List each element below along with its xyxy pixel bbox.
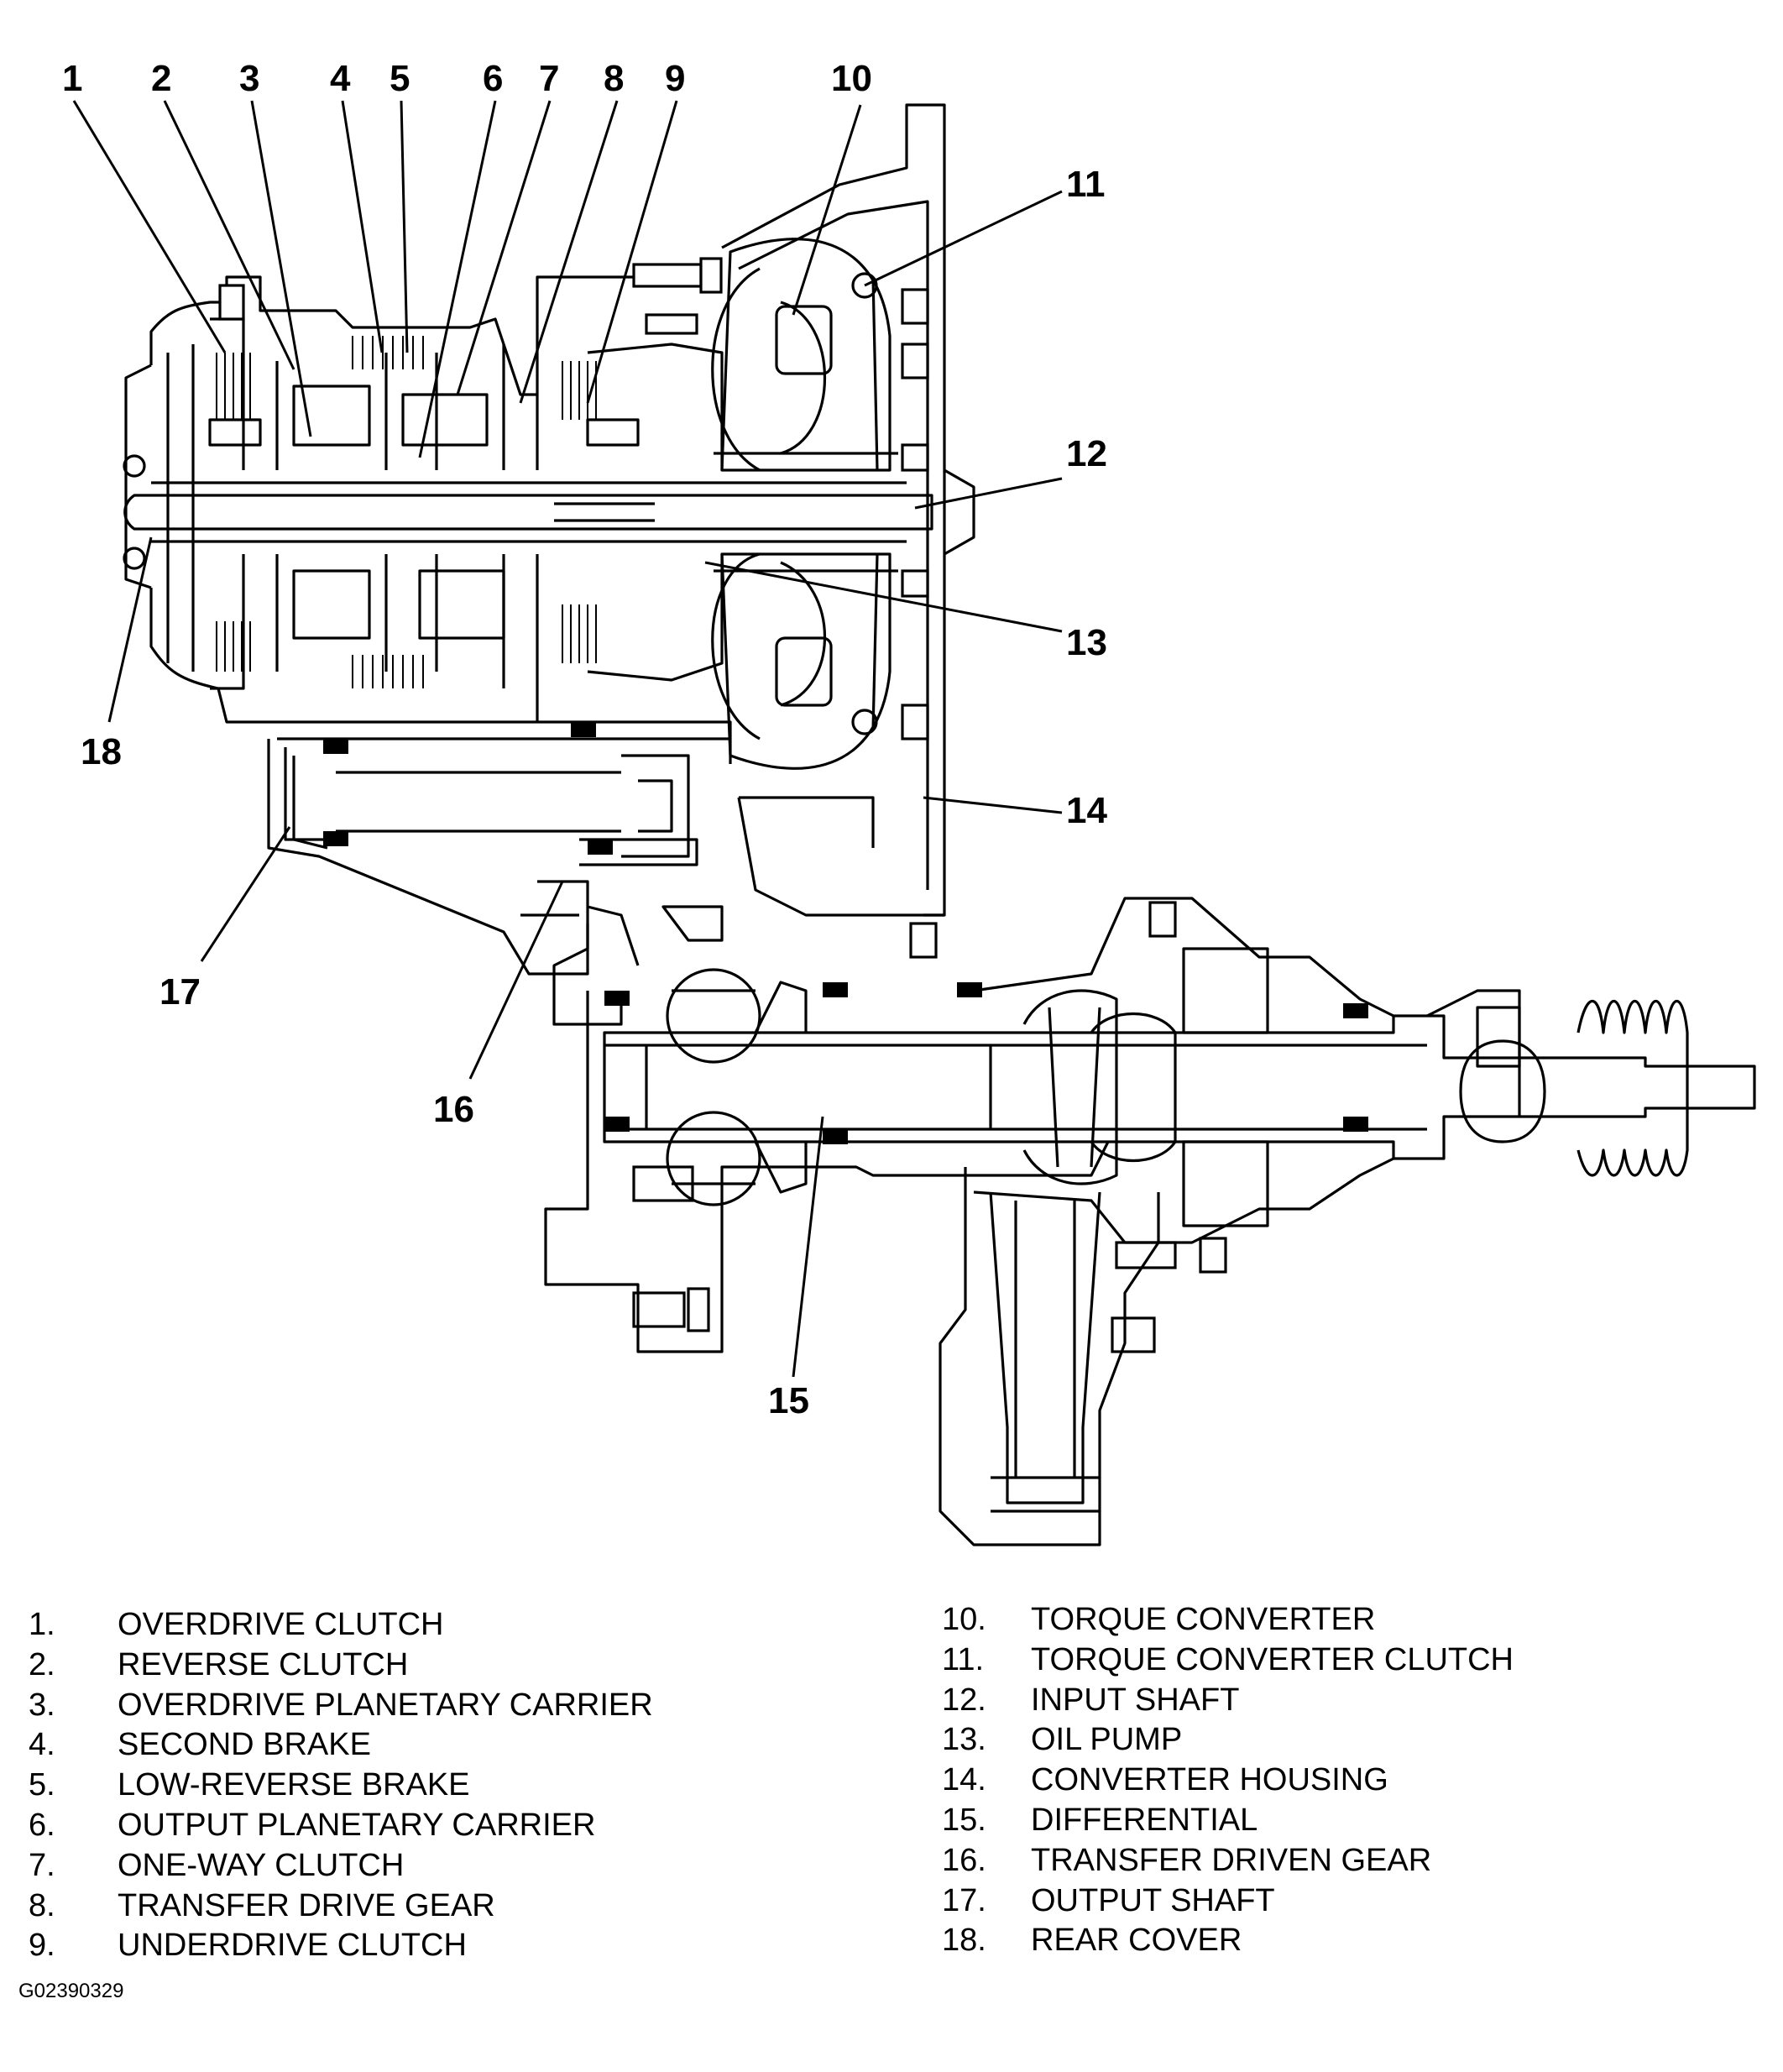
leader-lines	[72, 100, 1063, 1378]
legend-right-column: 10. TORQUE CONVERTER 11. TORQUE CONVERTER …	[942, 1600, 1514, 1961]
callout-7: 7	[539, 58, 559, 99]
legend-label: OUTPUT PLANETARY CARRIER	[118, 1807, 596, 1843]
callout-6: 6	[483, 58, 503, 99]
legend-item: 10. TORQUE CONVERTER	[942, 1600, 1514, 1640]
callout-12: 12	[1066, 433, 1107, 474]
legend-label: INPUT SHAFT	[1031, 1682, 1240, 1718]
legend-label: OUTPUT SHAFT	[1031, 1882, 1275, 1918]
legend-item: 2. REVERSE CLUTCH	[29, 1646, 653, 1686]
callout-9: 9	[665, 58, 685, 99]
legend-number: 9.	[29, 1928, 55, 1964]
callout-3: 3	[239, 58, 259, 99]
legend-item: 14. CONVERTER HOUSING	[942, 1761, 1514, 1801]
legend-label: OVERDRIVE CLUTCH	[118, 1607, 444, 1642]
legend-label: UNDERDRIVE CLUTCH	[118, 1928, 467, 1964]
legend-label: SECOND BRAKE	[118, 1727, 371, 1763]
callout-numbers: 1 2 3 4 5 6 7 8 9 10 11 12 13 14 15 16 1…	[62, 58, 1107, 1421]
legend-number: 10.	[942, 1602, 986, 1637]
callout-18: 18	[81, 731, 122, 772]
callout-14: 14	[1066, 790, 1107, 831]
callout-8: 8	[604, 58, 624, 99]
callout-10: 10	[831, 58, 872, 99]
legend-label: ONE-WAY CLUTCH	[118, 1847, 405, 1883]
legend-item: 15. DIFFERENTIAL	[942, 1801, 1514, 1841]
legend-item: 5. LOW-REVERSE BRAKE	[29, 1766, 653, 1806]
legend-number: 17.	[942, 1882, 986, 1918]
legend-number: 2.	[29, 1646, 55, 1682]
transfer-extension	[939, 1167, 1160, 1546]
converter-housing	[721, 103, 975, 917]
legend-label: DIFFERENTIAL	[1031, 1802, 1258, 1838]
callout-11: 11	[1066, 164, 1106, 205]
legend-number: 16.	[942, 1842, 986, 1878]
figure-code: G02390329	[18, 1980, 124, 2002]
callout-16: 16	[433, 1089, 474, 1130]
callout-4: 4	[330, 58, 351, 99]
legend-label: OVERDRIVE PLANETARY CARRIER	[118, 1687, 653, 1723]
legend-item: 6. OUTPUT PLANETARY CARRIER	[29, 1806, 653, 1846]
clutch-packs	[208, 336, 640, 688]
legend-number: 5.	[29, 1767, 55, 1803]
callout-5: 5	[390, 58, 410, 99]
legend-item: 16. TRANSFER DRIVEN GEAR	[942, 1841, 1514, 1881]
legend-item: 9. UNDERDRIVE CLUTCH	[29, 1926, 653, 1966]
legend-number: 11.	[942, 1641, 985, 1677]
legend-number: 8.	[29, 1887, 55, 1923]
legend-label: TORQUE CONVERTER CLUTCH	[1031, 1641, 1514, 1677]
callout-13: 13	[1066, 622, 1107, 663]
legend-label: TRANSFER DRIVE GEAR	[118, 1887, 495, 1923]
legend-item: 4. SECOND BRAKE	[29, 1725, 653, 1766]
legend-number: 7.	[29, 1847, 55, 1883]
bearings	[323, 722, 1368, 1144]
bolts	[218, 257, 1227, 1353]
legend-left-column: 1. OVERDRIVE CLUTCH 2. REVERSE CLUTCH 3. OV…	[29, 1605, 653, 1966]
transaxle-cutaway-diagram: 1 2 3 4 5 6 7 8 9 10 11 12 13 14 15 16 1…	[62, 58, 1756, 1546]
legend-label: OIL PUMP	[1031, 1722, 1183, 1758]
legend-item: 1. OVERDRIVE CLUTCH	[29, 1605, 653, 1646]
callout-17: 17	[159, 971, 201, 1012]
legend-number: 18.	[942, 1923, 986, 1959]
legend-number: 14.	[942, 1762, 986, 1798]
legend-item: 8. TRANSFER DRIVE GEAR	[29, 1886, 653, 1927]
legend-item: 7. ONE-WAY CLUTCH	[29, 1846, 653, 1886]
legend-number: 4.	[29, 1727, 55, 1763]
input-shaft	[123, 454, 933, 570]
callout-1: 1	[62, 58, 82, 99]
legend-item: 12. INPUT SHAFT	[942, 1681, 1514, 1721]
legend-item: 18. REAR COVER	[942, 1921, 1514, 1961]
legend-label: LOW-REVERSE BRAKE	[118, 1767, 470, 1803]
legend-item: 11. TORQUE CONVERTER CLUTCH	[942, 1640, 1514, 1681]
legend-number: 1.	[29, 1607, 55, 1642]
legend-number: 3.	[29, 1687, 55, 1723]
legend-number: 13.	[942, 1722, 986, 1758]
legend-label: CONVERTER HOUSING	[1031, 1762, 1388, 1798]
torque-converter	[711, 238, 898, 770]
legend-item: 3. OVERDRIVE PLANETARY CARRIER	[29, 1686, 653, 1726]
legend-label: TRANSFER DRIVEN GEAR	[1031, 1842, 1432, 1878]
legend-item: 17. OUTPUT SHAFT	[942, 1881, 1514, 1922]
legend-number: 6.	[29, 1807, 55, 1843]
legend-item: 13. OIL PUMP	[942, 1720, 1514, 1761]
legend-number: 15.	[942, 1802, 986, 1838]
legend-number: 12.	[942, 1682, 986, 1718]
callout-2: 2	[151, 58, 171, 99]
legend-label: TORQUE CONVERTER	[1031, 1602, 1376, 1637]
transfer-section	[267, 737, 730, 1026]
legend-label: REAR COVER	[1031, 1923, 1242, 1959]
legend-label: REVERSE CLUTCH	[118, 1646, 409, 1682]
differential	[544, 897, 1756, 1353]
callout-15: 15	[768, 1380, 809, 1421]
